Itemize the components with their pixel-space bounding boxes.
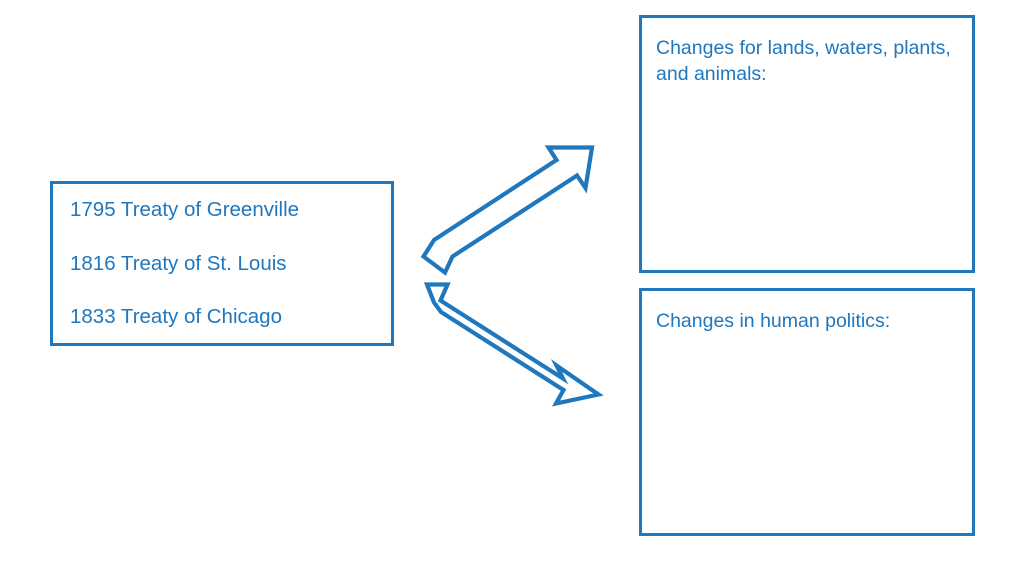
arrow-up-right-icon bbox=[420, 145, 595, 276]
environment-box[interactable]: Changes for lands, waters, plants, and a… bbox=[639, 15, 975, 273]
arrow-down-right-icon bbox=[423, 282, 604, 407]
treaty-line-greenville: 1795 Treaty of Greenville bbox=[70, 198, 300, 221]
environment-box-heading: Changes for lands, waters, plants, and a… bbox=[656, 37, 951, 85]
politics-box[interactable]: Changes in human politics: bbox=[639, 288, 975, 536]
politics-box-heading: Changes in human politics: bbox=[656, 310, 891, 332]
treaty-line-st-louis: 1816 Treaty of St. Louis bbox=[70, 251, 287, 275]
treaties-box[interactable]: 1795 Treaty of Greenville 1816 Treaty of… bbox=[50, 181, 394, 346]
treaty-line-chicago: 1833 Treaty of Chicago bbox=[70, 305, 282, 328]
